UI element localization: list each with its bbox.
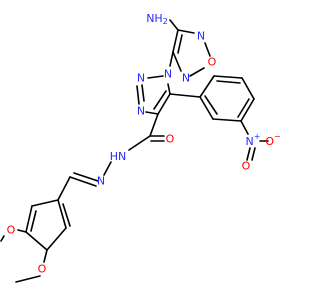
furazan-n-label: N — [182, 72, 190, 85]
bond — [199, 75, 215, 98]
nitro-o-minus-label: O− — [265, 132, 280, 148]
bond — [240, 98, 255, 122]
bond — [212, 118, 242, 122]
nitro-o-label: O — [242, 160, 251, 173]
bond — [172, 29, 179, 53]
bond — [31, 199, 59, 207]
dimethoxyphenyl-ring — [0, 176, 71, 283]
bond — [167, 83, 171, 95]
bond — [157, 93, 171, 115]
bond — [57, 199, 67, 229]
bond — [15, 275, 41, 283]
bond — [177, 34, 183, 54]
triazole-n2-label: N — [137, 72, 145, 85]
furazan-o-label: O — [208, 56, 217, 69]
triazole-n1-label: N — [164, 68, 172, 81]
amide-o-label: O — [166, 133, 175, 146]
bond — [153, 90, 167, 110]
triazole-ring — [136, 51, 174, 115]
bond — [240, 120, 249, 135]
bond — [46, 227, 67, 251]
bond — [204, 95, 218, 115]
bond — [237, 98, 250, 118]
bond — [169, 93, 201, 98]
imine-n-label: N — [97, 175, 105, 188]
bond — [147, 75, 164, 79]
bond — [216, 80, 241, 84]
bond — [204, 42, 211, 57]
molecule-diagram: NH2 N O N N N N O HN N N+ O O− O O — [0, 12, 281, 283]
bond — [149, 113, 159, 137]
structure-drawing: NH2 N O N N N N O HN N N+ O O− O O — [0, 12, 281, 283]
hydrazide-nh-label: HN — [110, 150, 127, 163]
bond — [25, 231, 48, 251]
bond — [103, 161, 112, 176]
bond — [73, 172, 99, 182]
bond — [251, 147, 256, 161]
bond — [241, 77, 255, 100]
bond — [172, 51, 182, 72]
bond — [169, 51, 174, 67]
bond — [169, 19, 179, 31]
triazole-n3-label: N — [137, 105, 145, 118]
bond — [25, 205, 33, 233]
bond — [145, 111, 159, 115]
bond — [213, 75, 243, 79]
bond — [57, 176, 71, 201]
nitrophenyl-ring — [169, 75, 269, 161]
bond — [17, 229, 27, 233]
methoxy-o-label: O — [38, 263, 47, 276]
methoxy-o-label: O — [7, 224, 16, 237]
furazan-n-label: N — [197, 30, 205, 43]
bond — [189, 67, 205, 77]
bond — [141, 84, 145, 102]
bond — [62, 203, 71, 227]
bond — [136, 85, 140, 105]
bond — [246, 147, 251, 161]
furazan-ring — [169, 19, 211, 77]
atom-labels: NH2 N O N N N N O HN N N+ O O− O O — [7, 12, 281, 276]
bond — [199, 96, 214, 120]
hydrazide-linker — [69, 113, 165, 187]
bond — [0, 235, 5, 242]
bond — [128, 135, 151, 151]
amino-group-label: NH2 — [146, 12, 168, 26]
bond — [177, 29, 195, 34]
bond — [69, 176, 97, 187]
nitro-n-label: N+ — [246, 132, 261, 148]
bond — [30, 210, 37, 232]
bond — [43, 249, 48, 263]
